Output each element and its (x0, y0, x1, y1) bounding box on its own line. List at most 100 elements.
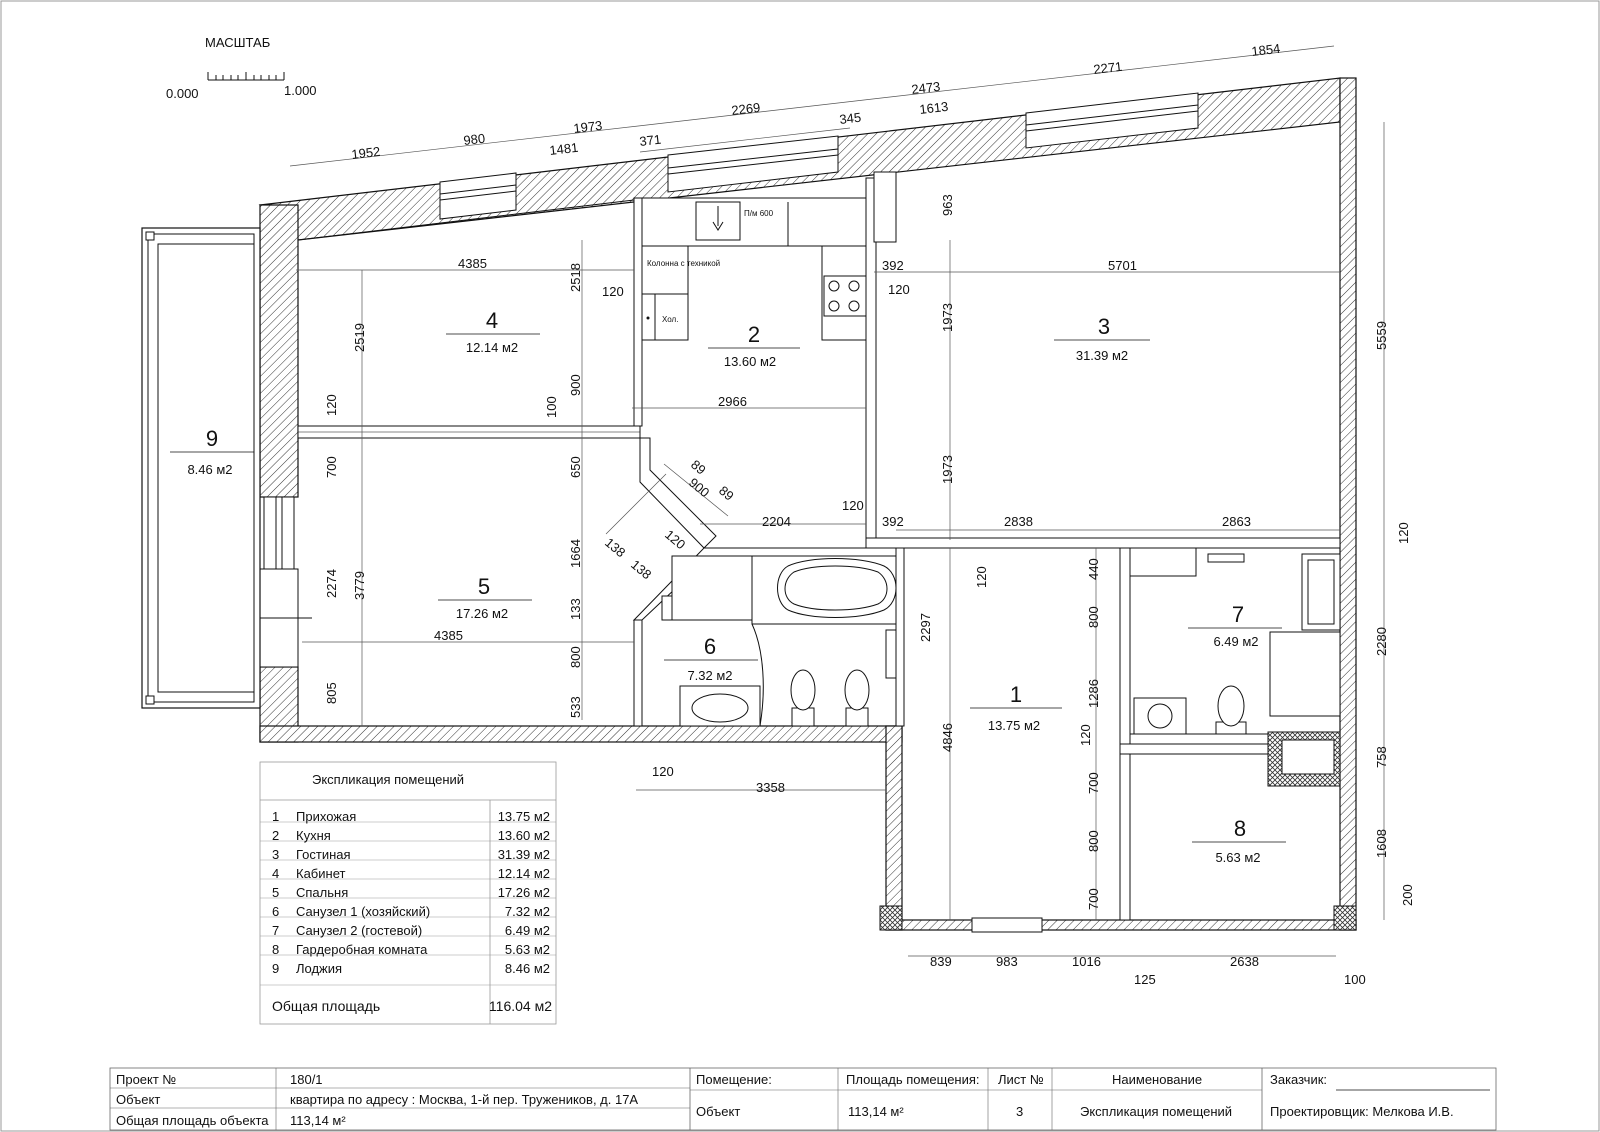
column-label: Колонна с техникой (647, 259, 720, 268)
dim-room3-5559: 5559 (1374, 321, 1389, 350)
dim-top-7: 1854 (1251, 41, 1281, 59)
washbasin-6 (679, 685, 761, 727)
tb-area-value: 113,14 м² (848, 1104, 904, 1119)
dim-bottom-120: 120 (652, 764, 674, 779)
expl-row-8-name: Гардеробная комната (296, 942, 428, 957)
tb-total-label: Общая площадь объекта (116, 1113, 269, 1128)
dim-right-758: 758 (1374, 746, 1389, 768)
dim-right-200: 200 (1400, 884, 1415, 906)
expl-row-4-area: 12.14 м2 (498, 866, 550, 881)
expl-total-value: 116.04 м2 (489, 998, 552, 1014)
room-8-area: 5.63 м2 (1215, 850, 1260, 865)
bathroom-7-fixtures (1129, 547, 1341, 745)
dim-bottom-1016: 1016 (1072, 954, 1101, 969)
dim-diag-900: 900 (686, 475, 712, 500)
room-3-number: 3 (1098, 314, 1110, 339)
column-2-3 (873, 171, 897, 243)
dim-room5-533: 533 (568, 696, 583, 718)
dim-room3-1973b: 1973 (940, 455, 955, 484)
dim-diag-89b: 89 (716, 483, 737, 504)
room-2-area: 13.60 м2 (724, 354, 776, 369)
dim-kitchen-2966: 2966 (718, 394, 747, 409)
bathtub (777, 558, 897, 618)
tb-project-value: 180/1 (290, 1072, 323, 1087)
wall-left-upper (259, 204, 299, 498)
dim-room1-440: 440 (1086, 558, 1101, 580)
dim-bottom-125: 125 (1134, 972, 1156, 987)
dim-top-2: 980 (463, 131, 486, 148)
dim-room5-800: 800 (568, 646, 583, 668)
dim-right-1608: 1608 (1374, 829, 1389, 858)
wall-6-1 (895, 547, 905, 727)
dim-room5-1664: 1664 (568, 539, 583, 568)
dimension-text: 1952 980 1973 2269 2473 2271 1854 1481 3… (324, 41, 1415, 987)
fridge-label: Хол. (662, 315, 678, 324)
scale-title: МАСШТАБ (205, 35, 270, 50)
dim-room3-5701: 5701 (1108, 258, 1137, 273)
dim-right-2280: 2280 (1374, 627, 1389, 656)
room-1-number: 1 (1010, 682, 1022, 707)
dim-top-b-3: 345 (839, 110, 862, 127)
room-7-number: 7 (1232, 602, 1244, 627)
expl-row-9-name: Лоджия (296, 961, 342, 976)
room-6-area: 7.32 м2 (687, 668, 732, 683)
expl-row-3-name: Гостиная (296, 847, 351, 862)
dim-top-b-2: 371 (639, 132, 662, 149)
expl-row-3-area: 31.39 м2 (498, 847, 550, 862)
expl-row-7-area: 6.49 м2 (505, 923, 550, 938)
tb-sheet-value: 3 (1016, 1104, 1023, 1119)
tb-designer-label: Проектировщик: Мелкова И.В. (1270, 1104, 1454, 1119)
wall-1-7 (1119, 547, 1131, 921)
tb-name-label: Наименование (1112, 1072, 1202, 1087)
expl-row-9-area: 8.46 м2 (505, 961, 550, 976)
scale-bar: МАСШТАБ 0.000 1.000 (166, 35, 317, 101)
room-labels: 4 12.14 м2 2 13.60 м2 3 31.39 м2 9 8.46 … (170, 308, 1286, 865)
dim-diag-138a: 138 (602, 535, 628, 560)
dim-room4-width: 4385 (458, 256, 487, 271)
dim-room3-120b: 120 (974, 566, 989, 588)
expl-row-2-name: Кухня (296, 828, 331, 843)
tb-client-label: Заказчик: (1270, 1072, 1327, 1087)
room-6-number: 6 (704, 634, 716, 659)
tb-sheet-label: Лист № (998, 1072, 1044, 1087)
expl-row-7-name: Санузел 2 (гостевой) (296, 923, 422, 938)
walls (245, 77, 1357, 933)
room-8-number: 8 (1234, 816, 1246, 841)
dim-top-b-1: 1481 (549, 140, 579, 158)
wall-3-bottom (865, 537, 1341, 549)
dim-room1-700a: 700 (1086, 772, 1101, 794)
dim-bottom-839: 839 (930, 954, 952, 969)
expl-row-5-n: 5 (272, 885, 279, 900)
expl-row-6-n: 6 (272, 904, 279, 919)
wall-4-2 (633, 197, 643, 427)
appliance-column (641, 245, 689, 295)
dim-room5-700: 700 (324, 456, 339, 478)
dim-room4-2519: 2519 (352, 323, 367, 352)
fridge (641, 293, 689, 341)
dim-top-5: 2473 (911, 79, 941, 97)
toilet-6 (791, 707, 815, 727)
dim-room3-392a: 392 (882, 258, 904, 273)
dim-bottom-2638: 2638 (1230, 954, 1259, 969)
expl-row-5-name: Спальня (296, 885, 348, 900)
dim-room3-963: 963 (940, 194, 955, 216)
dim-top-3: 1973 (573, 118, 603, 136)
column-bottom-right (1333, 905, 1357, 931)
room-4-number: 4 (486, 308, 498, 333)
explication-table: Экспликация помещений 1 Прихожая 13.75 м… (259, 761, 557, 1025)
wall-bottom-mid-v (885, 725, 903, 931)
stove-label: П/м 600 (744, 209, 774, 218)
expl-row-7-n: 7 (272, 923, 279, 938)
room-5-number: 5 (478, 574, 490, 599)
dim-room5-650: 650 (568, 456, 583, 478)
dim-room4-2518: 2518 (568, 263, 583, 292)
tb-area-label: Площадь помещения: (846, 1072, 980, 1087)
scale-min: 0.000 (166, 86, 199, 101)
expl-row-8-area: 5.63 м2 (505, 942, 550, 957)
explication-title: Экспликация помещений (312, 772, 464, 787)
expl-row-1-area: 13.75 м2 (498, 809, 550, 824)
tb-project-label: Проект № (116, 1072, 176, 1087)
window-left (263, 496, 295, 570)
